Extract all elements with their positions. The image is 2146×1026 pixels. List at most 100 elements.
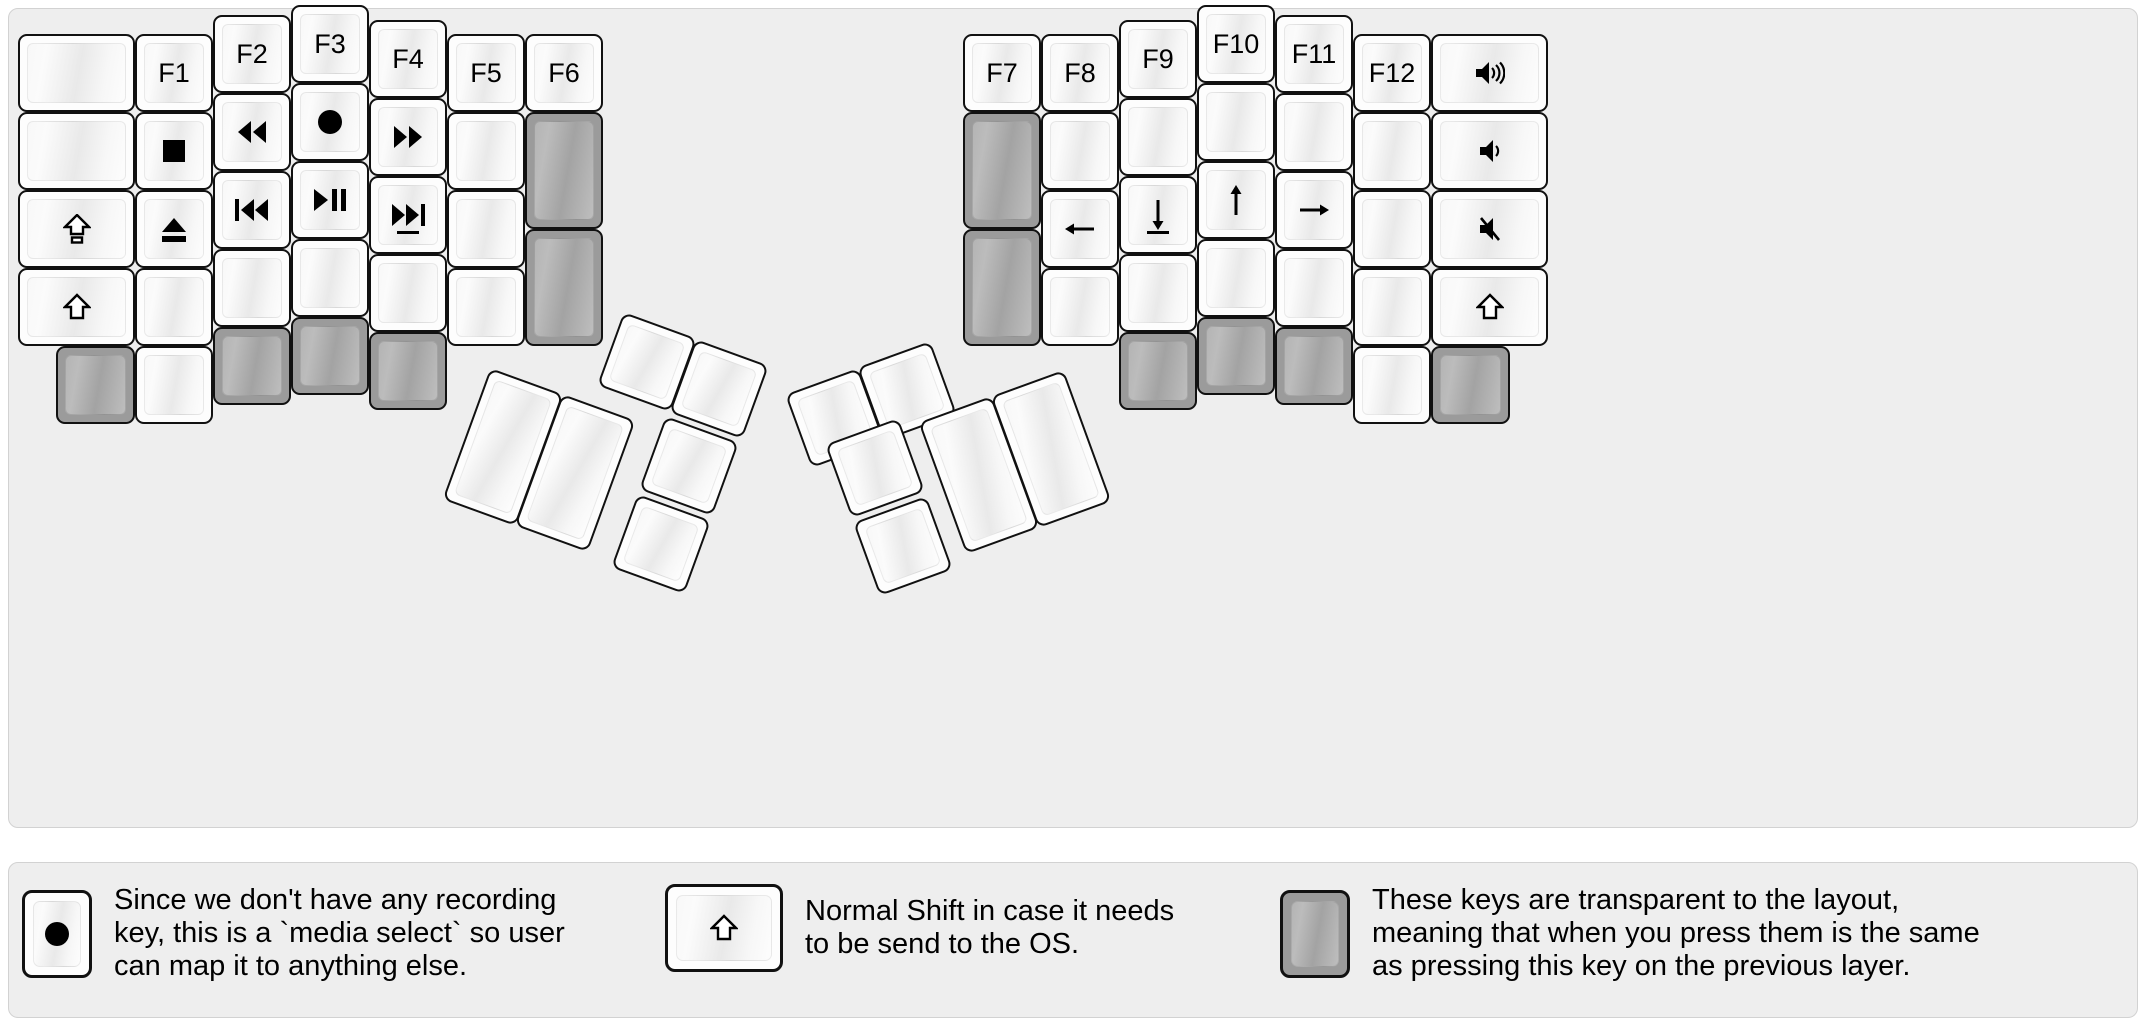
key-label: F6 <box>548 57 580 88</box>
key-right-f12-column-1[interactable] <box>1353 112 1431 190</box>
key-right-f9-column-2[interactable] <box>1119 176 1197 254</box>
key-left-outer-column-2[interactable] <box>18 190 135 268</box>
key-right-f9-column-3[interactable] <box>1119 254 1197 332</box>
key-left-outer-column-1[interactable] <box>18 112 135 190</box>
key-left-f3-column-3[interactable] <box>291 239 369 317</box>
key-left-f3-column-4[interactable] <box>291 317 369 395</box>
shift-icon <box>710 914 738 942</box>
key-left-outer-column-0[interactable] <box>18 34 135 112</box>
key-right-f11-column-2[interactable] <box>1275 171 1353 249</box>
svg <box>1300 204 1329 216</box>
svg <box>392 204 425 226</box>
key-right-f11-column-1[interactable] <box>1275 93 1353 171</box>
key-label: F12 <box>1368 57 1416 88</box>
key-right-f9-column-0[interactable]: F9 <box>1119 20 1197 98</box>
key-left-f4-column-1[interactable] <box>369 98 447 176</box>
key-right-f9-column-1[interactable] <box>1119 98 1197 176</box>
key-cap-face <box>378 107 438 167</box>
key-cap-face <box>1440 43 1539 103</box>
key-left-f3-column-0[interactable]: F3 <box>291 5 369 83</box>
svg <box>62 293 91 320</box>
key-left-f1-column-0[interactable]: F1 <box>135 34 213 112</box>
key-cap-face <box>378 263 438 323</box>
key-left-f2-column-1[interactable] <box>213 93 291 171</box>
key-cap-face <box>222 258 282 318</box>
key-left-f3-column-2[interactable] <box>291 161 369 239</box>
key-left-f1-column-3[interactable] <box>135 268 213 346</box>
svg <box>1475 61 1505 85</box>
key-left-outer-column-4[interactable] <box>56 346 135 424</box>
key-cap-face <box>1440 121 1539 181</box>
key-right-f7-column-2[interactable] <box>963 229 1041 346</box>
key-right-volume-column-4[interactable] <box>1431 346 1510 424</box>
key-cap-face <box>608 323 686 401</box>
shift-icon <box>62 293 91 321</box>
key-label: F3 <box>314 28 346 59</box>
key-right-volume-column-2[interactable] <box>1431 190 1548 268</box>
key-left-f5-column-3[interactable] <box>447 268 525 346</box>
key-left-f4-column-0[interactable]: F4 <box>369 20 447 98</box>
key-label: F11 <box>1291 38 1337 69</box>
key-right-f10-column-3[interactable] <box>1197 239 1275 317</box>
key-right-f12-column-0[interactable]: F12 <box>1353 34 1431 112</box>
key-cap-face <box>456 121 516 181</box>
key-right-f10-column-1[interactable] <box>1197 83 1275 161</box>
key-left-f1-column-2[interactable] <box>135 190 213 268</box>
key-cap-face <box>27 121 126 181</box>
key-right-volume-column-1[interactable] <box>1431 112 1548 190</box>
key-left-f2-column-2[interactable] <box>213 171 291 249</box>
key-right-volume-column-0[interactable] <box>1431 34 1548 112</box>
key-cap-face <box>1206 248 1266 308</box>
key-left-f6-column-2[interactable] <box>525 229 603 346</box>
key-cap-face <box>534 121 594 220</box>
key-right-f11-column-3[interactable] <box>1275 249 1353 327</box>
legend-item-media-select: Since we don't have any recording key, t… <box>22 884 565 983</box>
key-left-f6-column-1[interactable] <box>525 112 603 229</box>
key-right-f10-column-0[interactable]: F10 <box>1197 5 1275 83</box>
key-right-volume-column-3[interactable] <box>1431 268 1548 346</box>
key-left-f5-column-0[interactable]: F5 <box>447 34 525 112</box>
key-right-f12-column-2[interactable] <box>1353 190 1431 268</box>
key-left-f2-column-0[interactable]: F2 <box>213 15 291 93</box>
key-right-f10-column-4[interactable] <box>1197 317 1275 395</box>
key-left-f2-column-4[interactable] <box>213 327 291 405</box>
key-cap-face <box>1284 336 1344 396</box>
key-right-f12-column-4[interactable] <box>1353 346 1431 424</box>
key-right-f7-column-0[interactable]: F7 <box>963 34 1041 112</box>
key-left-f4-column-4[interactable] <box>369 332 447 410</box>
legend-key-transparent-keys <box>1280 889 1350 978</box>
key-right-f10-column-2[interactable] <box>1197 161 1275 239</box>
key-right-f11-column-0[interactable]: F11 <box>1275 15 1353 93</box>
svg <box>1475 293 1504 320</box>
key-right-f12-column-3[interactable] <box>1353 268 1431 346</box>
shift-icon <box>1475 293 1504 321</box>
key-left-f6-column-0[interactable]: F6 <box>525 34 603 112</box>
key-left-outer-column-3[interactable] <box>18 268 135 346</box>
key-left-f5-column-1[interactable] <box>447 112 525 190</box>
key-cap-face <box>1128 185 1188 245</box>
media-record-icon <box>317 109 343 135</box>
svg <box>235 199 268 221</box>
key-left-f4-column-2[interactable] <box>369 176 447 254</box>
key-right-f8-column-3[interactable] <box>1041 268 1119 346</box>
key-cap-face <box>378 341 438 401</box>
key-left-f3-column-1[interactable] <box>291 83 369 161</box>
key-left-f1-column-1[interactable] <box>135 112 213 190</box>
key-left-f2-column-3[interactable] <box>213 249 291 327</box>
legend-item-normal-shift: Normal Shift in case it needs to be send… <box>665 884 1174 972</box>
key-cap-face: F2 <box>222 24 282 84</box>
key-cap-face <box>1362 199 1422 259</box>
key-right-f8-column-2[interactable] <box>1041 190 1119 268</box>
key-right-f8-column-1[interactable] <box>1041 112 1119 190</box>
key-left-f5-column-2[interactable] <box>447 190 525 268</box>
key-left-f4-column-3[interactable] <box>369 254 447 332</box>
key-right-f7-column-1[interactable] <box>963 112 1041 229</box>
key-cap-face: F6 <box>534 43 594 103</box>
key-right-f8-column-0[interactable]: F8 <box>1041 34 1119 112</box>
key-right-f9-column-4[interactable] <box>1119 332 1197 410</box>
key-left-f1-column-4[interactable] <box>135 346 213 424</box>
key-right-f11-column-4[interactable] <box>1275 327 1353 405</box>
svg <box>710 914 738 941</box>
arrow-down-icon <box>1145 199 1171 231</box>
